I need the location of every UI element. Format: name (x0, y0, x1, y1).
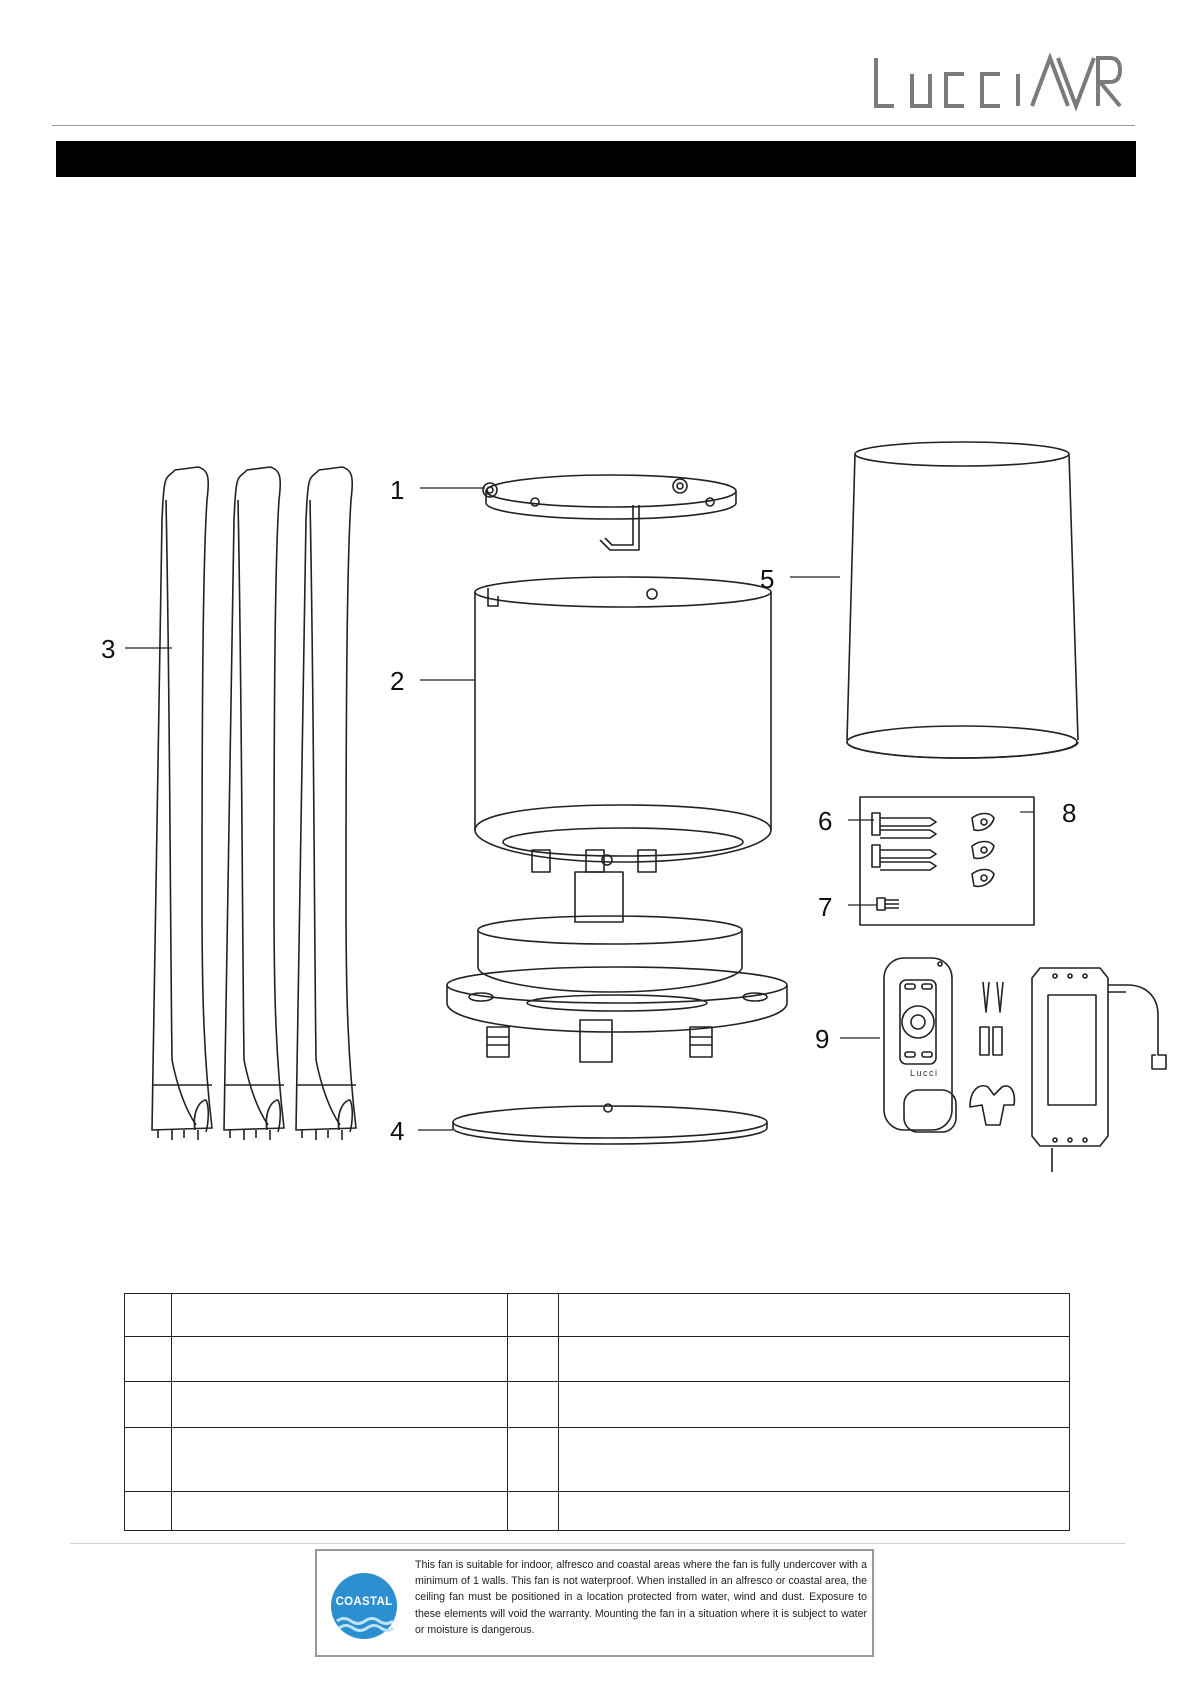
table-row (124, 1336, 1070, 1382)
footer-divider (70, 1543, 1125, 1544)
coastal-wave-icon (331, 1573, 397, 1639)
remote-brand-label: Lucci (910, 1068, 939, 1078)
lucci-air-logo-icon (874, 52, 1122, 112)
leader-lines (125, 487, 1034, 1131)
table-cell (558, 1381, 1070, 1428)
light-cover-illustration (452, 1103, 768, 1145)
table-cell (171, 1427, 508, 1492)
table-cell (171, 1491, 508, 1531)
blade-illustration (151, 466, 357, 1140)
section-title-bar (56, 141, 1136, 177)
table-cell (171, 1293, 508, 1337)
table-cell (558, 1491, 1070, 1531)
table-cell (507, 1491, 559, 1531)
header-divider (52, 125, 1135, 126)
callout-9: 9 (815, 1024, 830, 1054)
table-row (124, 1293, 1070, 1337)
table-cell (507, 1336, 559, 1382)
table-row (124, 1381, 1070, 1428)
table-row (124, 1491, 1070, 1531)
hardware-box-illustration (859, 796, 1035, 926)
motor-housing-illustration (474, 576, 772, 923)
table-cell (124, 1381, 172, 1428)
coastal-notice: COASTAL This fan is suitable for indoor,… (315, 1549, 874, 1657)
table-row (124, 1427, 1070, 1492)
table-cell (558, 1427, 1070, 1492)
table-cell (507, 1293, 559, 1337)
parts-table (124, 1293, 1070, 1531)
table-cell (171, 1381, 508, 1428)
ceiling-bracket-illustration (482, 474, 737, 551)
coastal-notice-text: This fan is suitable for indoor, alfresc… (415, 1559, 867, 1636)
table-cell (171, 1336, 508, 1382)
table-cell (124, 1336, 172, 1382)
table-cell (558, 1336, 1070, 1382)
screw-illustration (871, 812, 937, 911)
table-cell (507, 1381, 559, 1428)
callout-5: 5 (760, 564, 775, 594)
table-cell (124, 1427, 172, 1492)
table-cell (124, 1491, 172, 1531)
table-cell (507, 1427, 559, 1492)
wall-plugs-illustration (969, 981, 1016, 1126)
callout-7: 7 (818, 892, 833, 922)
brand-logo (872, 52, 1122, 112)
callout-2: 2 (390, 666, 405, 696)
remote-illustration (883, 957, 957, 1133)
motor-body-illustration (446, 915, 788, 1063)
callout-1: 1 (390, 475, 405, 505)
coastal-badge-label: COASTAL (335, 1596, 393, 1608)
washer-illustration (971, 812, 995, 888)
canopy-illustration (846, 441, 1079, 759)
callout-8: 8 (1062, 798, 1077, 828)
callout-6: 6 (818, 806, 833, 836)
receiver-illustration (1031, 967, 1167, 1172)
callout-3: 3 (101, 634, 116, 664)
table-cell (124, 1293, 172, 1337)
table-cell (558, 1293, 1070, 1337)
callout-4: 4 (390, 1116, 405, 1146)
